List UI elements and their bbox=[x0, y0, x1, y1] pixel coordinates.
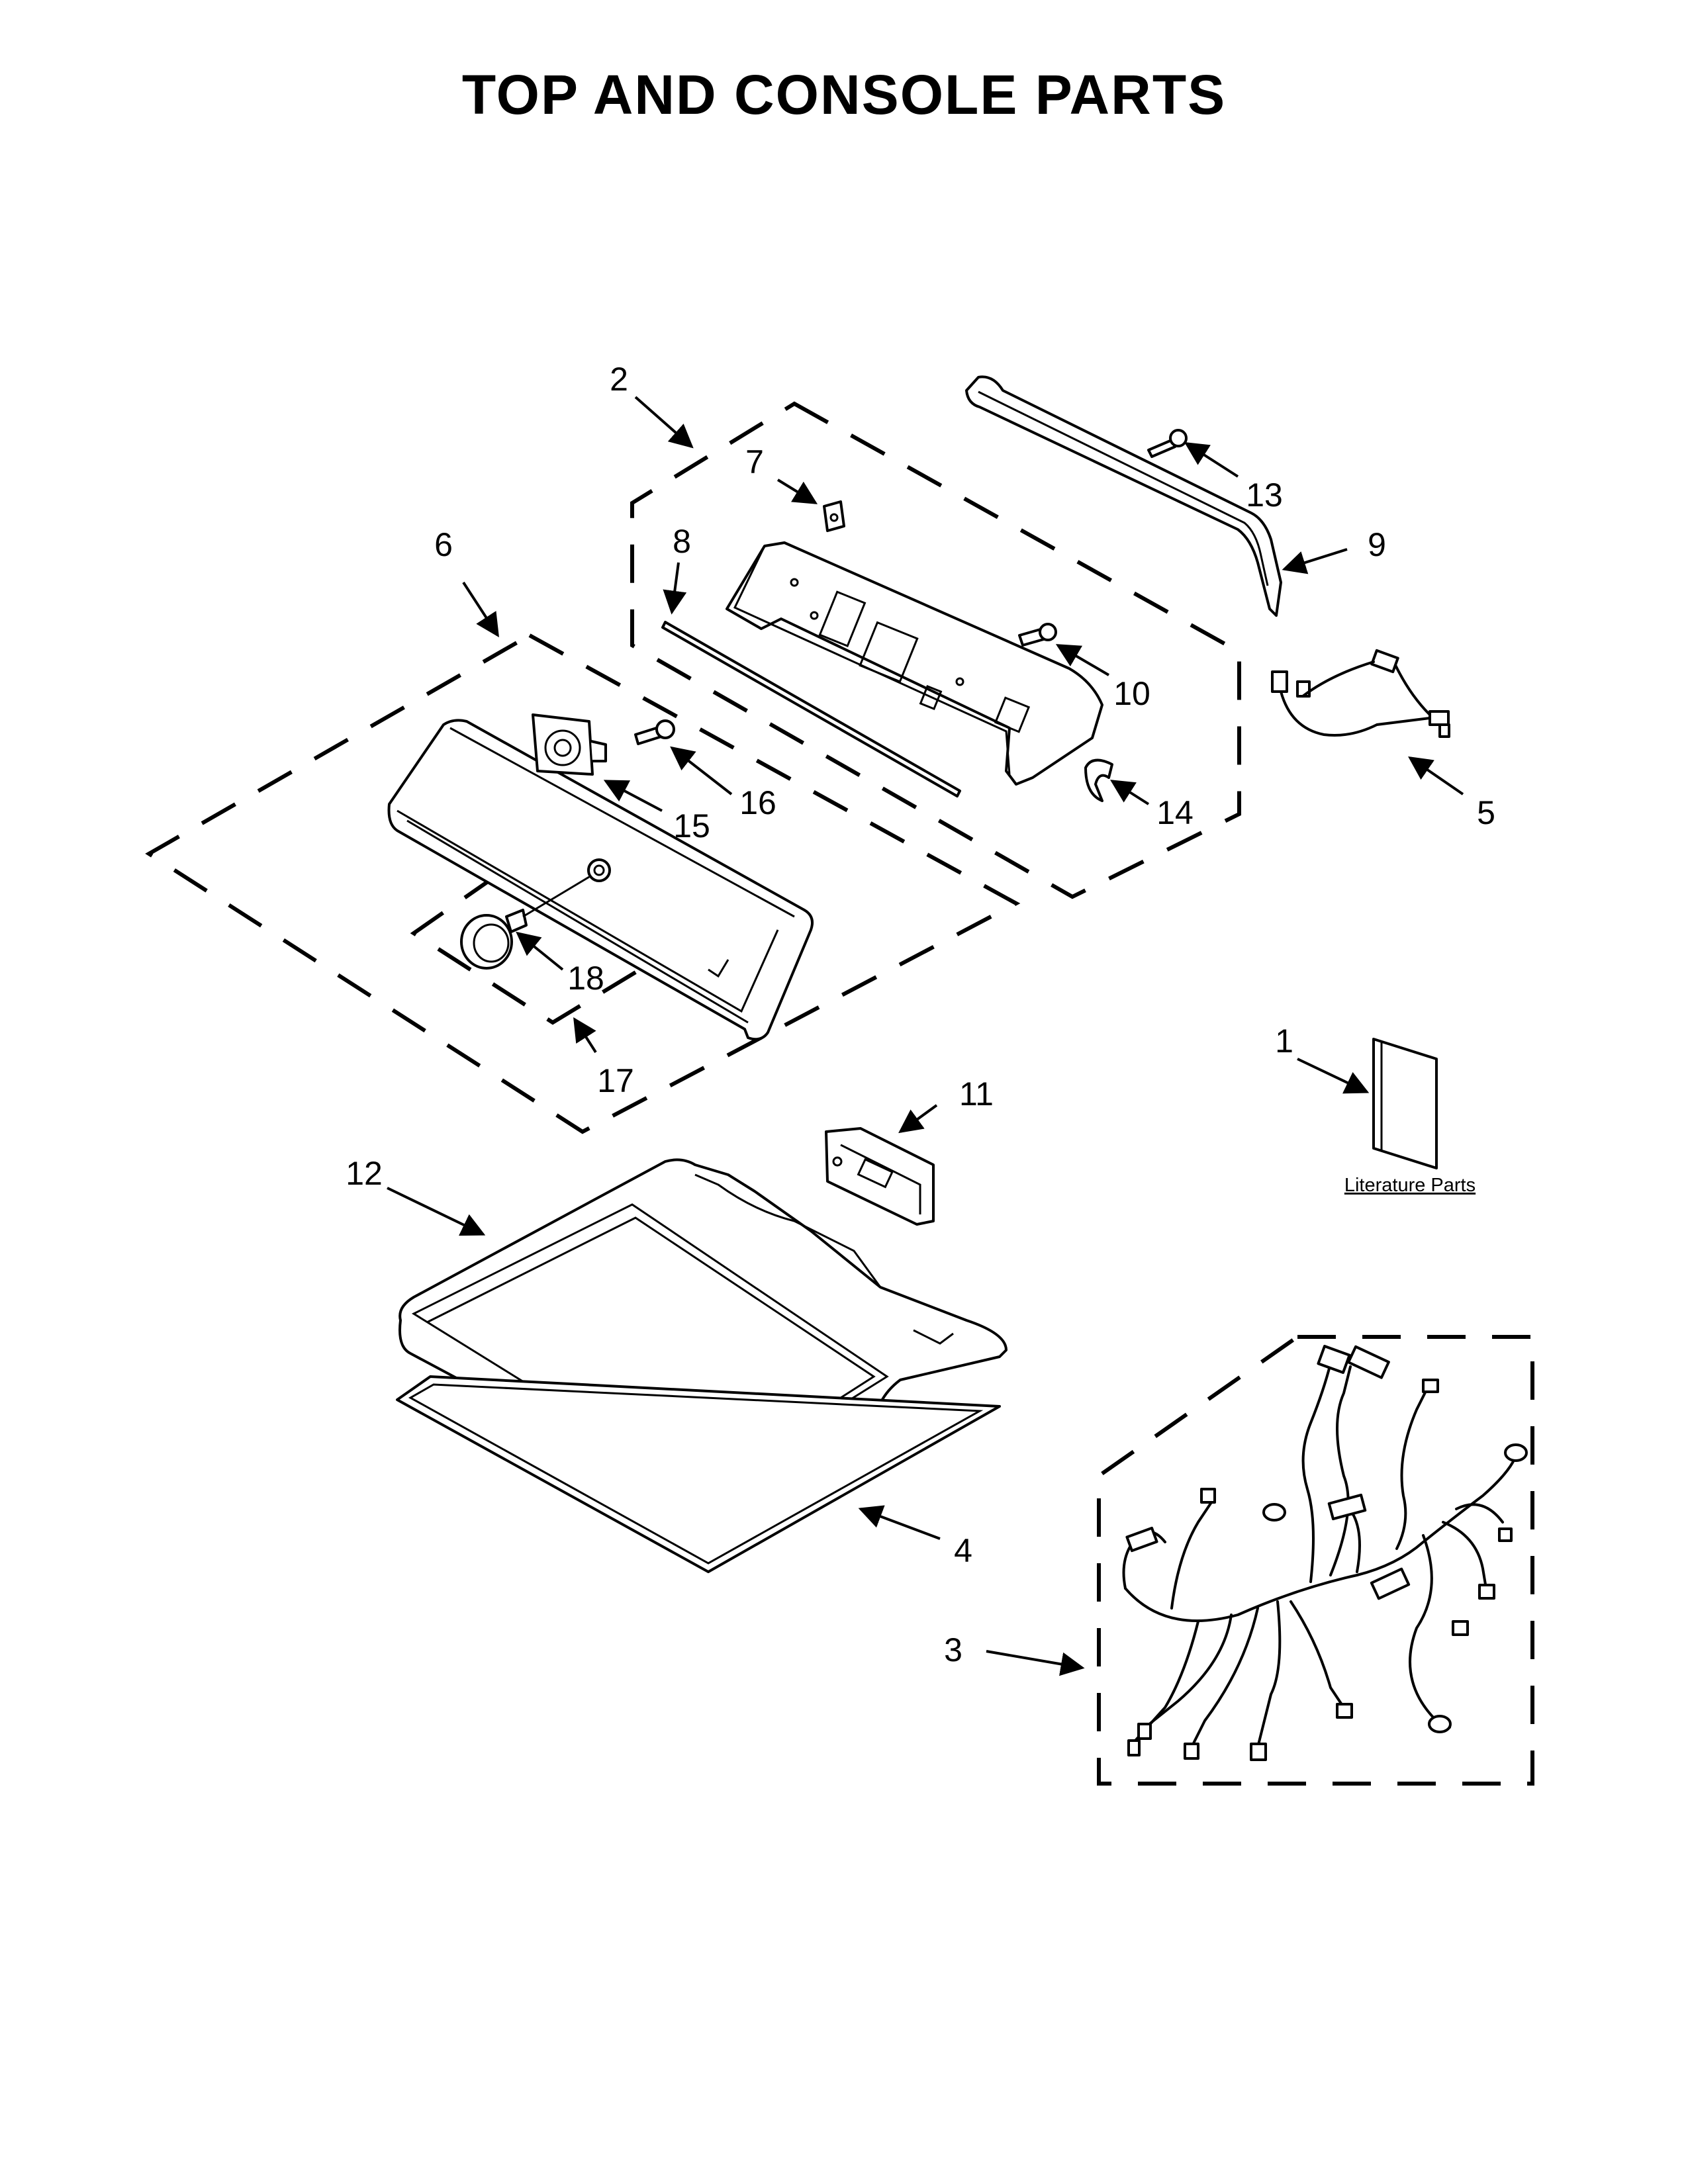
callout-13: 13 bbox=[1246, 477, 1283, 514]
encoder-shaft bbox=[522, 858, 611, 918]
callout-12: 12 bbox=[346, 1155, 383, 1192]
harness-group-boundary bbox=[1097, 1335, 1534, 1786]
callout-1: 1 bbox=[1275, 1023, 1293, 1060]
callout-9: 9 bbox=[1368, 526, 1386, 563]
callout-10: 10 bbox=[1113, 675, 1150, 712]
callout-5: 5 bbox=[1477, 794, 1495, 831]
screw-16 bbox=[634, 719, 675, 745]
clip-7 bbox=[823, 500, 845, 532]
callout-3: 3 bbox=[944, 1631, 962, 1668]
callout-numbers: 2 7 8 6 13 9 10 14 5 16 15 18 17 1 11 12… bbox=[346, 361, 1495, 1668]
console-group-boundary bbox=[630, 401, 1241, 899]
callout-2: 2 bbox=[610, 361, 628, 398]
callout-11: 11 bbox=[959, 1075, 994, 1113]
wire-harness-5 bbox=[1271, 649, 1450, 738]
literature-parts-label: Literature Parts bbox=[1344, 1175, 1476, 1196]
callout-17: 17 bbox=[597, 1062, 634, 1099]
page-title: TOP AND CONSOLE PARTS bbox=[461, 64, 1227, 126]
literature-booklet: Literature Parts bbox=[1344, 1038, 1476, 1196]
callout-6: 6 bbox=[434, 526, 453, 563]
end-cap-trim bbox=[965, 375, 1282, 617]
callout-14: 14 bbox=[1156, 794, 1194, 831]
electronic-board-11 bbox=[825, 1127, 935, 1226]
strip-8 bbox=[661, 621, 961, 797]
clamp-14 bbox=[1084, 758, 1113, 802]
screw-10 bbox=[1018, 623, 1057, 647]
main-wire-harness bbox=[1122, 1345, 1528, 1761]
callout-15: 15 bbox=[673, 807, 710, 844]
screw-13 bbox=[1147, 429, 1188, 458]
callout-18: 18 bbox=[567, 960, 604, 997]
callout-7: 7 bbox=[745, 443, 764, 480]
callout-4: 4 bbox=[954, 1532, 972, 1569]
knob-insert-18 bbox=[505, 909, 528, 933]
control-module-15 bbox=[532, 713, 607, 776]
leader-arrows bbox=[387, 396, 1464, 1676]
callout-8: 8 bbox=[673, 523, 691, 560]
callout-16: 16 bbox=[739, 784, 776, 821]
gasket-4 bbox=[396, 1375, 1001, 1573]
console-panel-group-boundary bbox=[145, 633, 1021, 1134]
console-housing bbox=[726, 541, 1103, 786]
knob-17 bbox=[460, 914, 513, 970]
